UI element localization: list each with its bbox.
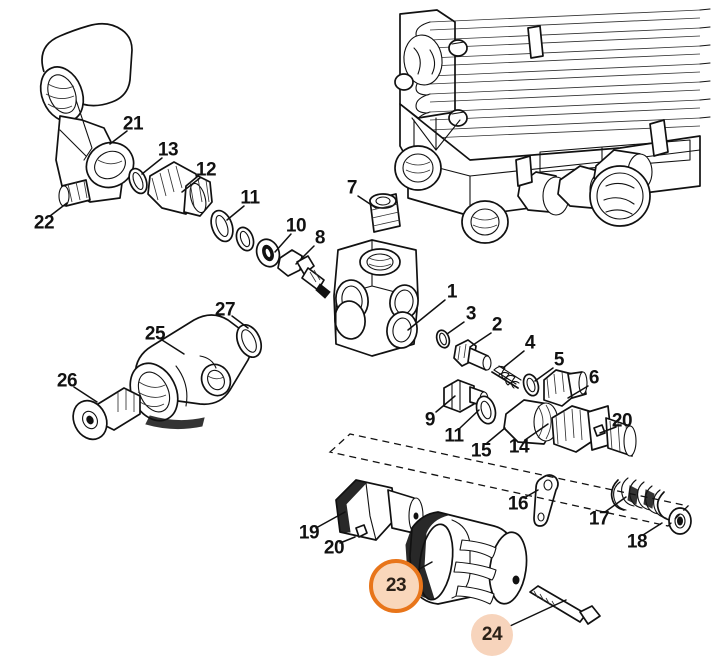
callout-number-16[interactable]: 16 [507,493,529,515]
part-5-oring-lower [522,373,540,397]
leader-line-16 [523,489,539,499]
part-19-hex-body [335,479,424,541]
leader-line-15 [486,427,506,444]
leader-line-19 [315,511,346,529]
part-14-adapter [551,405,637,457]
leader-line-12 [181,177,201,193]
part-24-bolt [529,585,601,625]
callout-number-22[interactable]: 22 [33,212,55,234]
leader-line-27 [231,315,249,329]
callout-leader-lines [49,130,663,627]
callout-number-10[interactable]: 10 [285,215,307,237]
part-22-plug [58,179,91,207]
part-7-bushing [369,193,401,233]
highlighted-callout-24[interactable]: 24 [471,614,513,656]
callout-number-3[interactable]: 3 [465,303,477,325]
callout-number-1[interactable]: 1 [446,281,458,303]
part-21-elbow [39,22,135,203]
pump-housing-assembly [394,8,711,244]
part-10-washer [255,238,281,268]
callout-number-8[interactable]: 8 [314,227,326,249]
callout-number-18[interactable]: 18 [626,531,648,553]
leader-line-14 [524,423,549,441]
block-side-plate [394,9,468,127]
highlighted-callout-23[interactable]: 23 [369,559,423,613]
part-23-knob [405,511,528,605]
leader-line-26 [73,386,98,403]
callout-number-25[interactable]: 25 [144,323,166,345]
leader-line-13 [141,157,163,175]
callout-number-7[interactable]: 7 [346,177,358,199]
part-3-oring [435,329,451,349]
part-20-pin-upper [593,424,606,437]
leader-line-18 [642,522,663,536]
leader-line-5 [534,367,554,382]
part-4-spring [491,365,522,389]
kit-boundary [328,433,690,527]
callout-number-6[interactable]: 6 [588,367,600,389]
leader-line-25 [161,339,185,355]
leader-line-4 [502,350,525,369]
callout-number-4[interactable]: 4 [524,332,536,354]
callout-number-26[interactable]: 26 [56,370,78,392]
callout-number-9[interactable]: 9 [424,409,436,431]
part-15-hex-nut [503,399,559,445]
callout-number-21[interactable]: 21 [122,113,144,135]
leader-line-7 [357,195,377,209]
part-12-nipple [147,161,213,217]
leader-line-1 [407,299,446,331]
leader-line-24 [509,599,567,627]
leader-line-11 [226,205,245,221]
hex-fittings [515,119,669,227]
leader-line-22 [49,202,68,217]
part-26-plug [72,387,141,441]
callout-number-20[interactable]: 20 [323,537,345,559]
leader-line-2 [469,332,492,348]
part-27-oring [235,323,263,359]
housing-ports [394,145,509,244]
callout-number-15[interactable]: 15 [470,440,492,462]
part-18-washer [668,507,692,535]
callout-number-11[interactable]: 11 [240,187,260,209]
leader-line-3 [446,321,465,335]
callout-number-12[interactable]: 12 [195,159,217,181]
leader-line-20 [599,426,617,434]
callout-number-17[interactable]: 17 [588,508,610,530]
part-9-spool [443,379,489,413]
part-17-spring [610,477,671,521]
callout-number-13[interactable]: 13 [157,139,179,161]
leader-line-6 [567,385,589,399]
part-2-piston [453,339,492,371]
part-6-cap [543,369,588,407]
callout-number-2[interactable]: 2 [491,314,503,336]
callout-number-20[interactable]: 20 [611,410,633,432]
part-25-elbow-body [129,314,253,430]
callout-number-11[interactable]: 11 [444,425,464,447]
leader-line-21 [109,130,128,145]
part-1-manifold [333,239,419,357]
callout-number-19[interactable]: 19 [298,522,320,544]
part-16-lever [533,474,559,527]
leader-line-20 [339,536,356,544]
callout-number-5[interactable]: 5 [553,349,565,371]
leader-line-10 [274,233,292,253]
leader-line-9 [435,395,456,413]
leader-line-11 [459,409,480,429]
part-5-oring-upper [235,226,255,252]
part-8-valve-stem [277,249,331,299]
part-13-oring [128,167,148,195]
leader-line-8 [295,245,315,265]
callout-number-27[interactable]: 27 [214,299,236,321]
part-20-pin-lower [355,524,368,538]
leader-line-17 [604,496,627,513]
callout-number-14[interactable]: 14 [508,436,530,458]
part-11-oring-upper [210,209,234,243]
